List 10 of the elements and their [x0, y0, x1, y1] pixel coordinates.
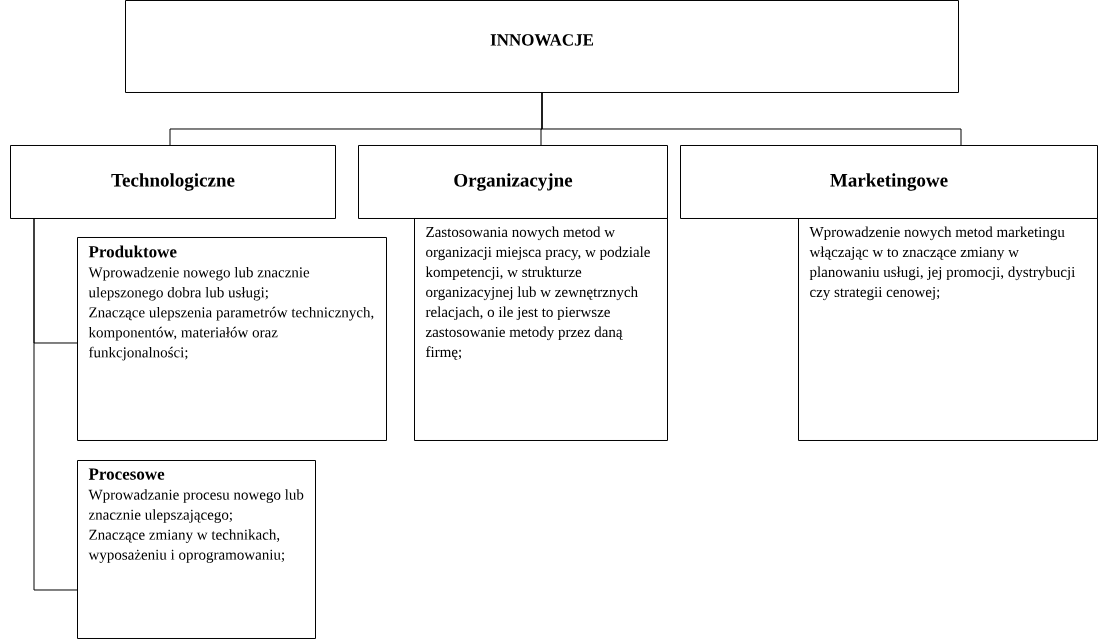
category-box: Organizacyjne: [358, 145, 668, 219]
description-box: Zastosowania nowych metod w organizacji miejsca pracy, w podziale kompetencji, w strukturze organizacyjnej lub w zewnętrznych relacjach, o ile jest to pierwsze zastosowanie metody przez daną firmę;: [414, 218, 668, 441]
connector-line: [33, 218, 78, 591]
connector-line: [541, 92, 962, 146]
description-box: Procesowe Wprowadzanie procesu nowego lub znacznie ulepszającego; Znaczące zmiany w technikach, wyposażeniu i oprogramowaniu;: [77, 460, 316, 639]
title-box: INNOWACJE: [125, 0, 959, 93]
description-box: Wprowadzenie nowych metod marketingu włączając w to znaczące zmiany w planowaniu usługi, jej promocji, dystrybucji czy strategii cenowej;: [798, 218, 1098, 441]
description-box: Produktowe Wprowadzenie nowego lub znacznie ulepszonego dobra lub usługi; Znaczące ulepszenia parametrów technicznych, komponentów, materiałów oraz funkcjonalności;: [77, 237, 387, 441]
category-box: Technologiczne: [10, 145, 336, 219]
category-box: Marketingowe: [680, 145, 1098, 219]
